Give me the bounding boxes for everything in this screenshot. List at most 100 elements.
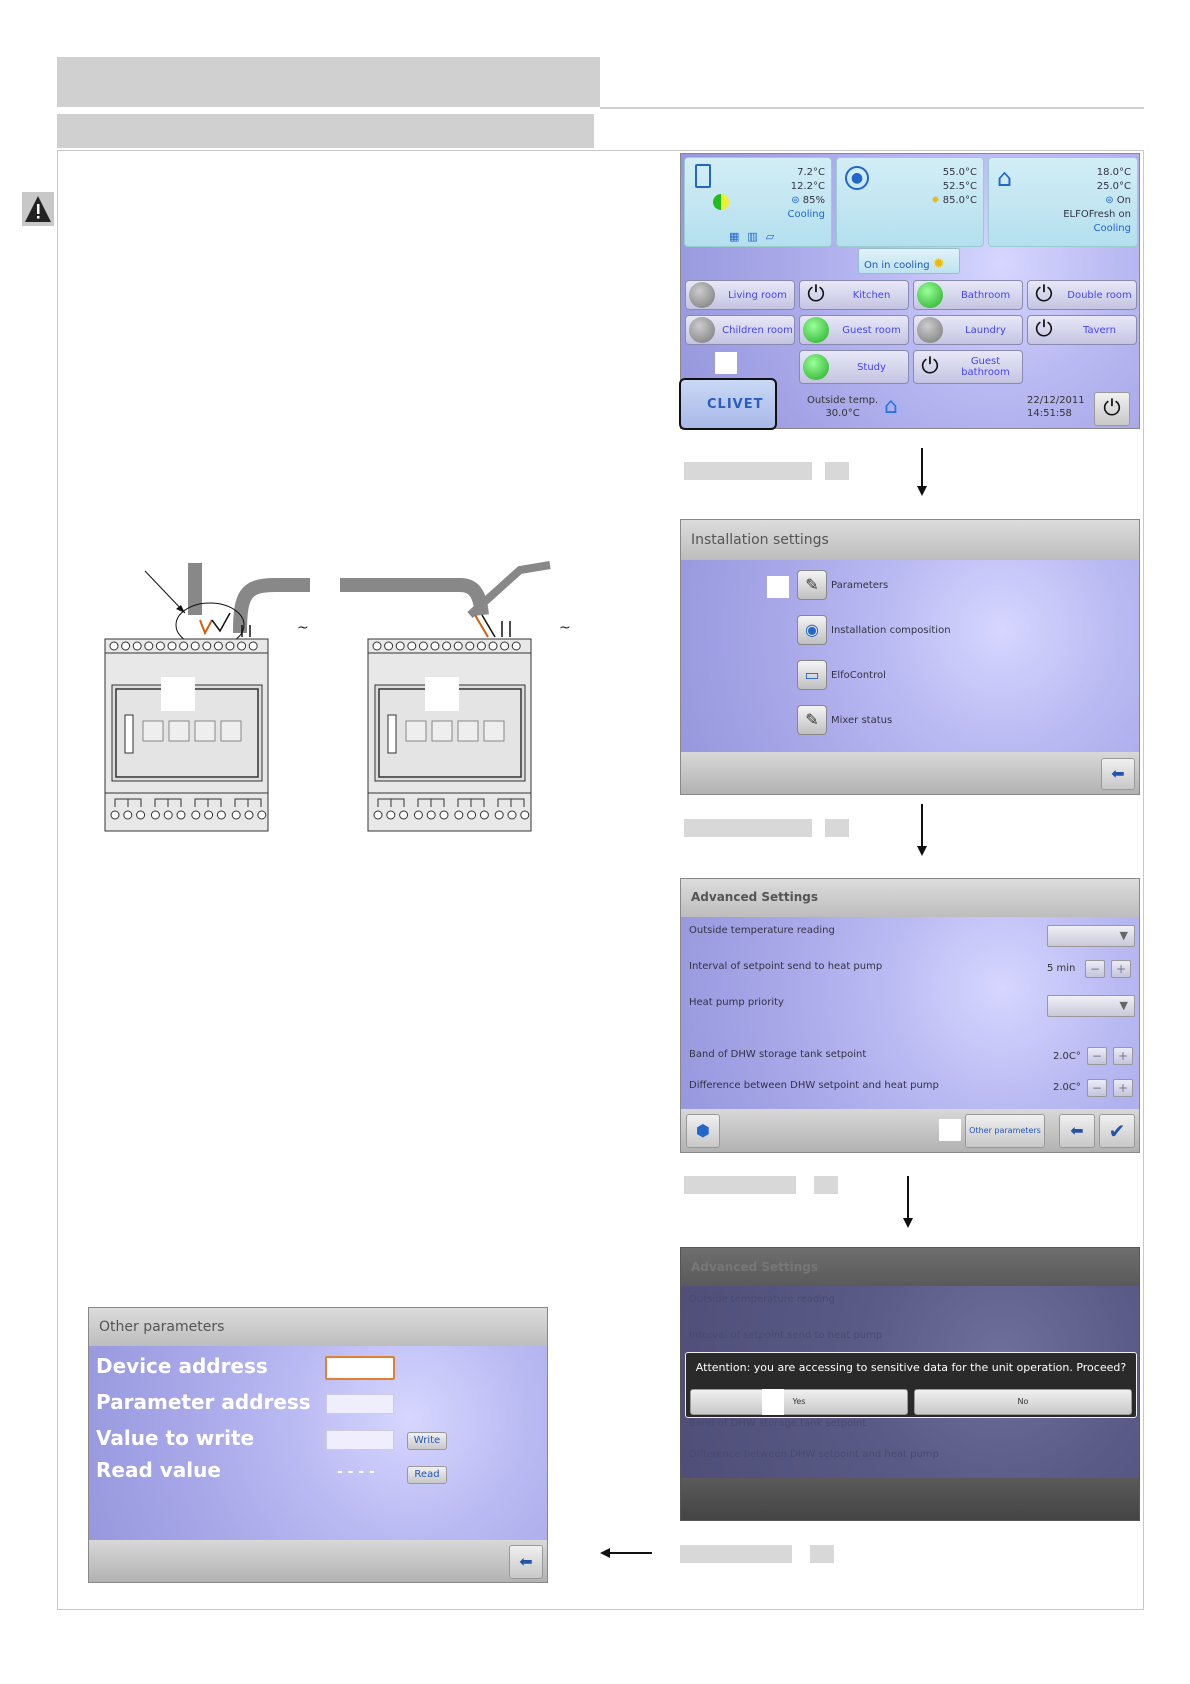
menu-label: Mixer status (831, 714, 893, 726)
read-button[interactable]: Read (407, 1466, 447, 1484)
room-label: Tavern (1083, 324, 1116, 336)
callout-marker (939, 1119, 961, 1141)
band-minus-button[interactable]: − (1087, 1047, 1107, 1065)
flow-arrow-2-head (917, 846, 927, 856)
power-icon: ⏻ (921, 354, 939, 379)
step-caption-4 (680, 1545, 792, 1563)
pointer-arrow-head (176, 605, 185, 613)
outside-temp-dropdown[interactable]: ▼ (1047, 925, 1135, 947)
menu-label: Installation composition (831, 624, 951, 636)
priority-dropdown[interactable]: ▼ (1047, 995, 1135, 1017)
menu-item-installation-composition[interactable]: ◉ Installation composition (797, 615, 951, 645)
chiller-tile[interactable]: 7.2°C 12.2°C ⊜ 85% Cooling ▦▥▱ (684, 157, 832, 247)
terminal-screw (439, 810, 449, 820)
terminal-screw (373, 810, 383, 820)
cube-icon[interactable]: ⬢ (686, 1114, 720, 1148)
menu-item-elfocontrol[interactable]: ▭ ElfoControl (797, 660, 886, 690)
device-address-label: Device address (96, 1354, 268, 1378)
yes-button[interactable]: Yes (690, 1389, 908, 1415)
chiller-temp-1: 7.2°C (797, 167, 825, 178)
terminal-screw (520, 810, 530, 820)
band-plus-button[interactable]: + (1113, 1047, 1133, 1065)
room-status-icon (689, 282, 715, 308)
terminal-screw (225, 641, 235, 651)
other-parameters-label: Other parameters (969, 1126, 1041, 1135)
room-label: Living room (728, 289, 787, 301)
value-to-write-input[interactable] (326, 1430, 394, 1450)
device-address-input[interactable] (325, 1356, 395, 1380)
write-button[interactable]: Write (407, 1432, 447, 1450)
terminal-screw (244, 810, 254, 820)
dimmed-title: Advanced Settings (691, 1260, 819, 1274)
diff-plus-button[interactable]: + (1113, 1079, 1133, 1097)
room-laundry[interactable]: Laundry (913, 315, 1023, 345)
logo-text: CLIVET (707, 397, 764, 412)
room-guest-bathroom[interactable]: ⏻Guest bathroom (913, 350, 1023, 384)
room-living-room[interactable]: Living room (685, 280, 795, 310)
room-tavern[interactable]: ⏻Tavern (1027, 315, 1137, 345)
callout-marker (762, 1389, 784, 1415)
house-tile[interactable]: ⌂ 18.0°C 25.0°C ⊜ On ELFOFresh on Coolin… (988, 157, 1138, 247)
wire-orange-right (474, 614, 489, 638)
room-study[interactable]: Study (799, 350, 909, 384)
terminal-screw (167, 641, 177, 651)
home-icon[interactable]: ⌂ (884, 394, 898, 419)
installation-title: Installation settings (691, 532, 829, 548)
room-guest-room[interactable]: Guest room (799, 315, 909, 345)
outside-temp-value: 30.0°C (825, 408, 860, 419)
small-icons: ▦▥▱ (729, 230, 783, 243)
module-left (104, 638, 269, 832)
back-arrow-icon[interactable]: ⬅ (1101, 758, 1135, 790)
header-title-bar (57, 57, 600, 107)
back-arrow-icon[interactable]: ⬅ (1059, 1114, 1095, 1148)
clivet-logo-button[interactable]: CLIVET (679, 378, 777, 430)
room-kitchen[interactable]: ⏻Kitchen (799, 280, 909, 310)
dimmed-row-4: Difference between DHW setpoint and heat… (689, 1449, 939, 1460)
terminal-screw (191, 810, 201, 820)
terminal-screw (479, 810, 489, 820)
terminal-screw (430, 641, 440, 651)
parameter-address-input[interactable] (326, 1394, 394, 1414)
band-value: 2.0C° (1053, 1051, 1081, 1062)
terminal-screw (476, 641, 486, 651)
home-screen: 7.2°C 12.2°C ⊜ 85% Cooling ▦▥▱ ● 55.0°C … (679, 153, 1140, 430)
power-icon: ⏻ (807, 282, 825, 307)
other-parameters-screen: Other parameters Device address Paramete… (88, 1307, 548, 1583)
power-button[interactable]: ⏻ (1094, 392, 1130, 426)
read-value-label: Read value (96, 1458, 221, 1482)
wrench-icon: ✎ (797, 570, 827, 600)
fan-icon-2: ⊜ (1105, 195, 1117, 206)
flow-arrow-3-head (903, 1218, 913, 1228)
dhw-tile[interactable]: ● 55.0°C 52.5°C ✹ 85.0°C (836, 157, 984, 247)
menu-item-mixer-status[interactable]: ✎ Mixer status (797, 705, 892, 735)
no-button[interactable]: No (914, 1389, 1132, 1415)
terminal-screw (110, 810, 120, 820)
terminal-screw (202, 641, 212, 651)
confirm-check-icon[interactable]: ✔ (1099, 1114, 1135, 1148)
chevron-down-icon: ▼ (1119, 929, 1128, 942)
chiller-icon (695, 164, 711, 188)
callout-marker (767, 576, 789, 598)
parameter-address-label: Parameter address (96, 1390, 311, 1414)
diff-minus-button[interactable]: − (1087, 1079, 1107, 1097)
write-label: Write (413, 1435, 441, 1446)
subheader-bar (57, 114, 594, 148)
room-label: Bathroom (960, 289, 1011, 301)
back-arrow-icon[interactable]: ⬅ (509, 1545, 543, 1579)
room-children-room[interactable]: Children room (685, 315, 795, 345)
flow-arrow-4 (610, 1552, 652, 1554)
flow-arrow-3 (907, 1176, 909, 1218)
interval-minus-button[interactable]: − (1085, 960, 1105, 978)
room-bathroom[interactable]: Bathroom (913, 280, 1023, 310)
wire-black-right (481, 614, 496, 638)
row-band-dhw: Band of DHW storage tank setpoint (689, 1049, 867, 1060)
confirm-screen: Advanced Settings Outside temperature re… (680, 1247, 1140, 1521)
terminal-screw (176, 810, 186, 820)
room-double-room[interactable]: ⏻Double room (1027, 280, 1137, 310)
house-mode: Cooling (1093, 223, 1131, 234)
other-parameters-button[interactable]: Other parameters (965, 1114, 1045, 1148)
interval-plus-button[interactable]: + (1111, 960, 1131, 978)
terminal-screw (109, 641, 119, 651)
menu-item-parameters[interactable]: ✎ Parameters (797, 570, 888, 600)
chiller-temp-2: 12.2°C (790, 181, 825, 192)
